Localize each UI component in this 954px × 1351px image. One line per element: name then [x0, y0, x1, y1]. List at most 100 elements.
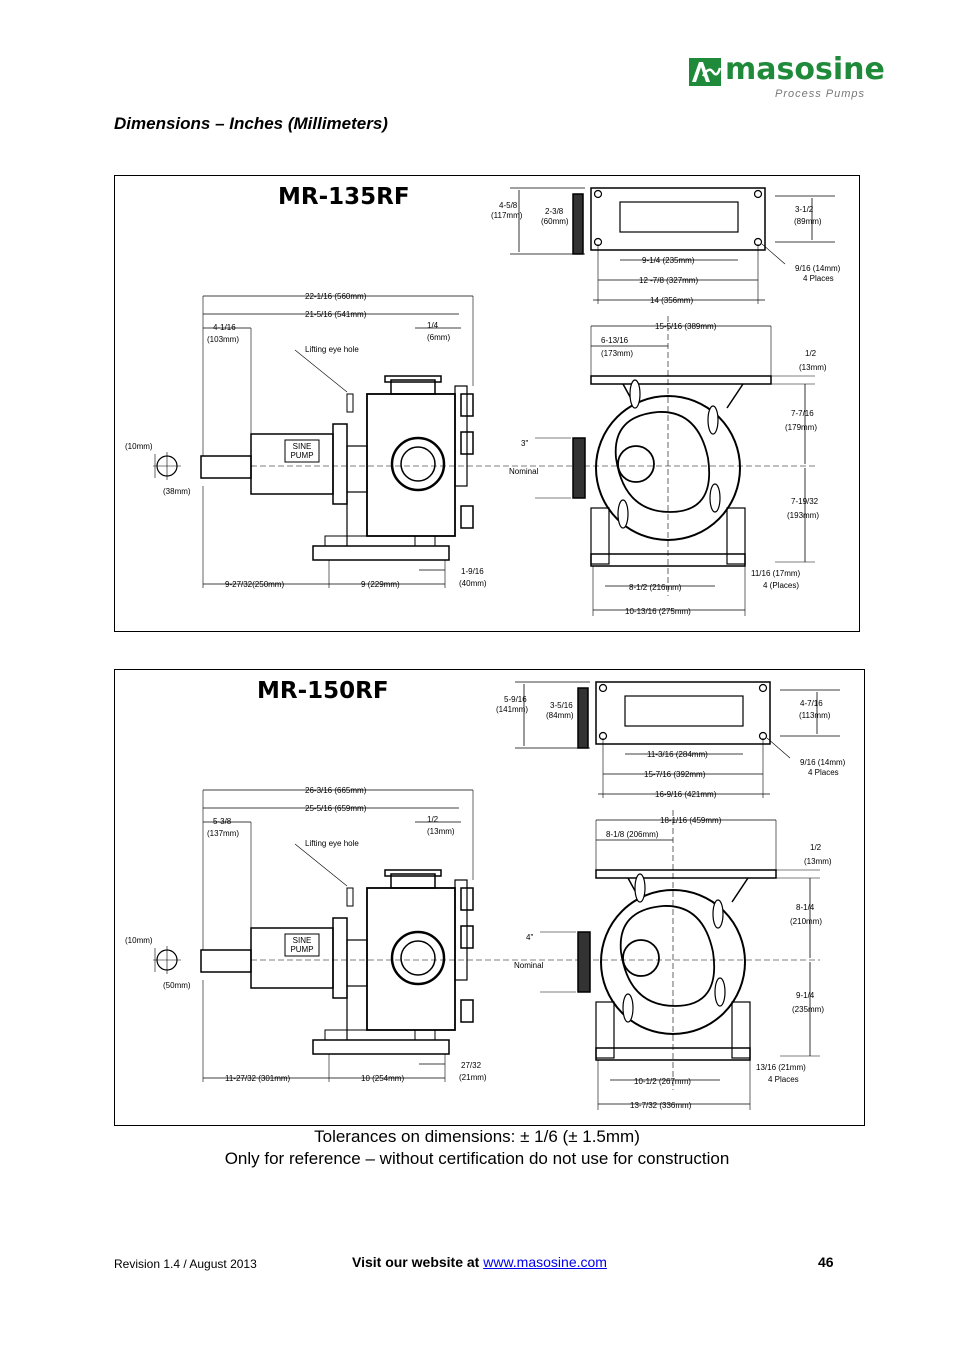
dimension-label: 3-5/16	[550, 701, 573, 710]
drawing-shape	[753, 189, 763, 199]
dimension-label: 9-1/4	[796, 991, 815, 1000]
dimension-label: (60mm)	[541, 217, 569, 226]
footer-visit: Visit our website at www.masosine.com	[352, 1254, 607, 1270]
drawing-shape	[598, 683, 608, 693]
drawing-shape	[324, 1029, 436, 1041]
drawing-shape	[590, 375, 772, 385]
footer-visit-label: Visit our website at	[352, 1254, 484, 1270]
dimension-drawing: 5-9/16(141mm)3-5/16(84mm)4-7/16(113mm)11…	[125, 681, 846, 1110]
drawing-line	[766, 737, 791, 759]
drawing-shape	[200, 949, 252, 973]
drawing-shape	[460, 431, 474, 455]
dimension-label: 1/4	[427, 321, 439, 330]
dimension-label: 3-1/2	[795, 205, 814, 214]
drawing-panel-1: MR-135RF 4-5/8(117mm)2-3/8(60mm)3-1/2(89…	[114, 175, 860, 632]
dimension-label: 27/32	[461, 1061, 482, 1070]
drawing-shape	[619, 905, 715, 1007]
dimension-label: 5-3/8	[213, 817, 232, 826]
footer-revision: Revision 1.4 / August 2013	[114, 1257, 257, 1271]
drawing-shape	[454, 385, 468, 487]
dimension-label: 16-9/16 (421mm)	[655, 790, 717, 799]
dimension-label: (179mm)	[785, 423, 817, 432]
drawing-shape	[572, 437, 586, 499]
dimension-drawing: 4-5/8(117mm)2-3/8(60mm)3-1/2(89mm)9-1/4 …	[125, 187, 841, 616]
dimension-label: (193mm)	[787, 511, 819, 520]
drawing-shape	[384, 375, 442, 383]
drawing-shape	[622, 383, 744, 409]
drawing-shape	[390, 930, 446, 986]
dimension-label: 13/16 (21mm)	[756, 1063, 806, 1072]
drawing-shape	[617, 499, 629, 529]
dimension-label: SINE	[293, 936, 312, 945]
drawing-panel-2: MR-150RF 5-9/16(141mm)3-5/16(84mm)4-7/16…	[114, 669, 865, 1126]
drawing-shape	[390, 436, 446, 492]
drawing-shape	[600, 889, 746, 1035]
drawing-shape	[454, 879, 468, 981]
drawing-line	[294, 843, 348, 887]
dimension-label: 4 Places	[803, 274, 834, 283]
dimension-label: Lifting eye hole	[305, 345, 359, 354]
drawing-shape	[731, 1001, 751, 1059]
website-link[interactable]: www.masosine.com	[483, 1254, 607, 1270]
drawing-shape	[332, 423, 348, 505]
drawing-shape	[284, 933, 320, 957]
drawing-shape	[390, 379, 436, 395]
dimension-label: 7-19/32	[791, 497, 819, 506]
dimension-label: 4 Places	[808, 768, 839, 777]
dimension-label: (235mm)	[792, 1005, 824, 1014]
dimension-label: 11/16 (17mm)	[751, 569, 801, 578]
dimension-label: Nominal	[509, 467, 539, 476]
drawing-shape	[627, 877, 749, 903]
drawing-shape	[595, 869, 777, 879]
drawing-shape	[629, 379, 641, 409]
dimension-label: (84mm)	[546, 711, 574, 720]
dimension-label: (40mm)	[459, 579, 487, 588]
drawing-shape	[346, 393, 354, 413]
drawing-shape	[324, 535, 436, 547]
drawing-shape	[707, 405, 719, 435]
dimension-label: (38mm)	[163, 487, 191, 496]
dimension-label: 21-5/16 (541mm)	[305, 310, 367, 319]
drawing-shape	[346, 939, 368, 987]
dimension-label: 10 (254mm)	[361, 1074, 404, 1083]
drawing-shape	[346, 445, 368, 493]
dimension-label: Lifting eye hole	[305, 839, 359, 848]
drawing-shape	[617, 445, 655, 483]
drawing-shape	[577, 687, 589, 749]
drawing-shape	[284, 439, 320, 463]
dimension-label: 4-5/8	[499, 201, 518, 210]
dimension-label: 25-5/16 (659mm)	[305, 804, 367, 813]
logo-brand: masosine	[725, 52, 885, 87]
dimension-label: 1/2	[810, 843, 822, 852]
drawing-shape	[624, 695, 744, 727]
drawing-line	[294, 349, 348, 393]
drawing-shape	[384, 869, 442, 877]
dimension-label: (210mm)	[790, 917, 822, 926]
dimension-label: 8-1/4	[796, 903, 815, 912]
dimension-label: 18-1/16 (459mm)	[660, 816, 722, 825]
dimension-label: (50mm)	[163, 981, 191, 990]
drawing-shape	[595, 395, 741, 541]
dimension-label: 9/16 (14mm)	[795, 264, 841, 273]
dimension-label: 9/16 (14mm)	[800, 758, 846, 767]
drawing-shape	[400, 446, 436, 482]
drawing-shape	[312, 545, 450, 561]
drawing-shape	[577, 931, 591, 993]
dimension-label: 15-7/16 (392mm)	[644, 770, 706, 779]
dimension-label: (13mm)	[427, 827, 455, 836]
dimension-label: 10-1/2 (267mm)	[634, 1077, 691, 1086]
dimension-label: (21mm)	[459, 1073, 487, 1082]
drawing-shape	[460, 925, 474, 949]
dimension-label: (10mm)	[125, 936, 153, 945]
drawing-shape	[614, 411, 710, 513]
drawing-shape	[595, 681, 771, 745]
dimension-label: 4 (Places)	[763, 581, 799, 590]
dimension-label: 4"	[526, 933, 533, 942]
dimension-label: (113mm)	[799, 711, 831, 720]
dimension-label: 4 Places	[768, 1075, 799, 1084]
drawing-shape	[595, 1001, 615, 1059]
dimension-label: 8-1/2 (216mm)	[629, 583, 682, 592]
drawing-shape	[590, 507, 610, 565]
dimension-label: 5-9/16	[504, 695, 527, 704]
dimension-label: 3"	[521, 439, 528, 448]
